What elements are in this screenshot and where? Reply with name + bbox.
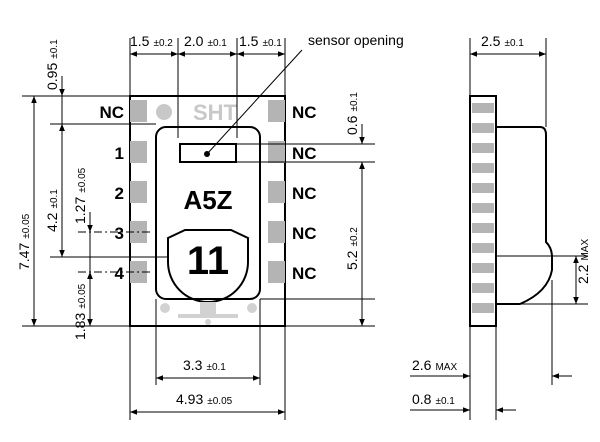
pin-label-right-nc-3: NC	[292, 184, 317, 203]
callout-sensor-opening: sensor opening	[308, 32, 404, 48]
pin-label-1: 1	[115, 144, 124, 163]
pin-label-right-nc-5: NC	[292, 264, 317, 283]
pin-label-right-nc-4: NC	[292, 224, 317, 243]
dim-4-2: 4.2±0.1	[44, 189, 60, 232]
dim-side-2-2-max: 2.2MAX	[575, 239, 591, 284]
pin-label-left-nc: NC	[99, 103, 124, 122]
front-view: SHT A5Z 11 NC 1 2 3 4 NC NC NC NC NC	[99, 32, 404, 327]
front-dimensions: 1.5±0.2 2.0±0.1 1.5±0.1 0.95±0.1 7.47±0.…	[16, 33, 375, 420]
marking-dome	[167, 229, 249, 303]
sensor-opening	[179, 143, 237, 163]
dim-side-0-8: 0.8±0.1	[412, 391, 455, 407]
dim-0-6: 0.6±0.1	[344, 92, 360, 135]
package-outline	[129, 95, 286, 327]
logo-text: SHT	[193, 100, 238, 125]
dim-1-27: 1.27±0.05	[72, 167, 88, 224]
callout-leader	[206, 49, 303, 155]
dim-5-2: 5.2±0.2	[344, 227, 360, 270]
marking-line1: A5Z	[183, 185, 232, 215]
side-view	[469, 95, 553, 327]
dim-top-3: 1.5±0.1	[239, 33, 282, 49]
pin-label-3: 3	[115, 224, 124, 243]
marking-line2: 11	[187, 239, 229, 283]
pin-label-right-nc-2: NC	[292, 144, 317, 163]
dim-7-47: 7.47±0.05	[16, 213, 32, 270]
right-pads	[268, 100, 285, 283]
side-substrate	[469, 95, 497, 327]
dim-4-93: 4.93±0.05	[176, 391, 233, 407]
pin1-marker-icon	[156, 104, 172, 120]
sensor-cap	[155, 126, 261, 300]
dim-3-3: 3.3±0.1	[183, 357, 226, 373]
bottom-pad-pattern	[160, 302, 257, 325]
dim-side-2-5: 2.5±0.1	[481, 33, 524, 49]
left-pads	[130, 100, 147, 283]
dim-0-95: 0.95±0.1	[44, 39, 60, 90]
dim-top-2: 2.0±0.1	[184, 33, 227, 49]
side-cap	[496, 126, 553, 305]
pin-label-right-nc-1: NC	[292, 103, 317, 122]
pin-label-4: 4	[115, 264, 125, 283]
dim-1-83: 1.83±0.05	[72, 283, 88, 340]
side-pad-stripes	[472, 103, 494, 313]
pin-label-2: 2	[115, 184, 124, 203]
dim-top-1: 1.5±0.2	[130, 33, 173, 49]
